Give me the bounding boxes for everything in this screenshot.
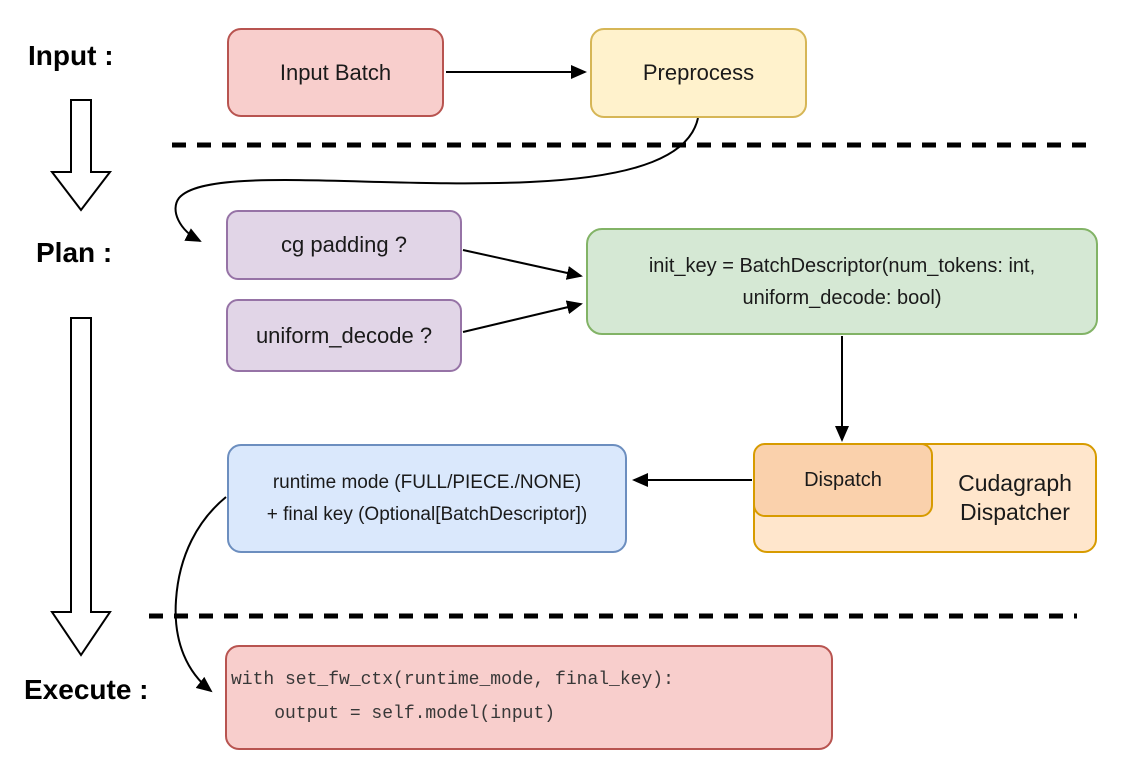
runtime-mode-line2: + final key (Optional[BatchDescriptor]) [266,503,588,525]
plan-to-execute-arrow [50,317,112,657]
preprocess-label: Preprocess [642,60,755,86]
dispatch-label: Dispatch [804,469,882,491]
cg-padding-node: cg padding ? [226,210,462,280]
init-key-line1: init_key = BatchDescriptor(num_tokens: i… [648,254,1036,277]
execute-phase-label: Execute : [24,674,149,705]
input-batch-node: Input Batch [227,28,444,117]
dispatch-node: Dispatch [753,443,933,517]
arrow-runtime-mode-to-execute-code [174,496,227,693]
execute-code-node: with set_fw_ctx(runtime_mode, final_key)… [225,645,833,750]
init-key-line2: uniform_decode: bool) [742,286,942,309]
execute-code-line1: with set_fw_ctx(runtime_mode, final_key)… [231,670,674,691]
uniform-decode-node: uniform_decode ? [226,299,462,372]
uniform-decode-label: uniform_decode ? [255,322,433,348]
init-key-node: init_key = BatchDescriptor(num_tokens: i… [586,228,1098,335]
cg-padding-label: cg padding ? [281,232,407,258]
preprocess-node: Preprocess [590,28,807,118]
arrow-preprocess-to-cg-padding [174,117,699,242]
cudagraph-dispatcher-title: Cudagraph Dispatcher [933,443,1097,553]
execute-code-line2: output = self.model(input) [231,703,556,724]
runtime-mode-node: runtime mode (FULL/PIECE./NONE) + final … [227,444,627,553]
cudagraph-line1: Cudagraph [958,470,1072,497]
cudagraph-line2: Dispatcher [960,499,1070,525]
runtime-mode-line1: runtime mode (FULL/PIECE./NONE) [272,471,582,493]
input-phase-label: Input : [28,40,114,71]
input-batch-label: Input Batch [279,59,392,85]
plan-phase-label: Plan : [36,237,113,268]
input-phase-arrow [49,99,113,212]
arrow-uniform-decode-to-init-key [462,300,583,333]
arrow-cg-padding-to-init-key [462,249,583,280]
